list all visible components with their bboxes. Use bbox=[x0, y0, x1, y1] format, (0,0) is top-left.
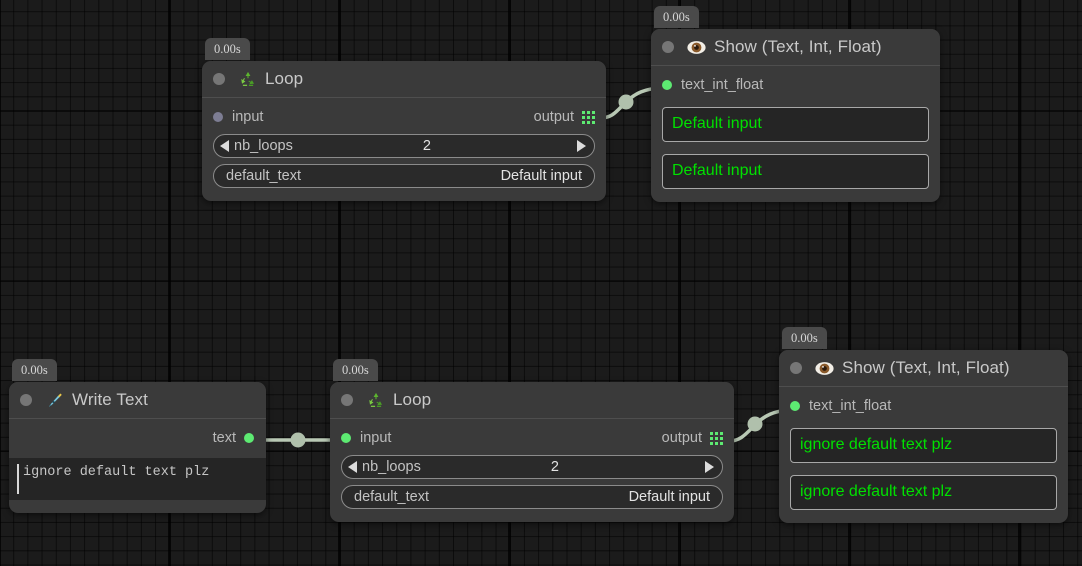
pen-nib-icon-svg bbox=[48, 393, 62, 407]
field-nb-loops[interactable]: nb_loops 2 bbox=[213, 134, 595, 158]
input-port-label: input bbox=[232, 109, 264, 125]
output-port[interactable]: output bbox=[662, 430, 723, 446]
text-input-area[interactable]: ignore default text plz bbox=[9, 458, 266, 500]
wire-writetext-loop2[interactable] bbox=[258, 432, 338, 448]
input-port-label: input bbox=[360, 430, 392, 446]
field-value[interactable]: Default input bbox=[628, 489, 710, 505]
node-header[interactable]: Loop bbox=[202, 61, 606, 98]
display-value-2: Default input bbox=[662, 154, 929, 189]
input-port-label: text_int_float bbox=[681, 77, 764, 93]
decrement-arrow[interactable] bbox=[220, 140, 229, 152]
recycle-icon bbox=[238, 70, 257, 89]
timer-badge: 0.00s bbox=[333, 359, 378, 381]
status-dot[interactable] bbox=[20, 394, 32, 406]
display-value-2: ignore default text plz bbox=[790, 475, 1057, 510]
status-dot[interactable] bbox=[662, 41, 674, 53]
node-loop-1[interactable]: 0.00s Loop input out bbox=[202, 38, 606, 201]
output-port[interactable]: text bbox=[213, 430, 254, 446]
input-port-dot[interactable] bbox=[662, 80, 672, 90]
timer-badge: 0.00s bbox=[205, 38, 250, 60]
node-body: input output nb_loops 2 default_text Def… bbox=[202, 98, 606, 201]
node-loop-2[interactable]: 0.00s Loop input out bbox=[330, 359, 734, 522]
node-header[interactable]: Show (Text, Int, Float) bbox=[779, 350, 1068, 387]
timer-badge: 0.00s bbox=[654, 6, 699, 28]
grid-icon[interactable] bbox=[710, 431, 723, 445]
text-caret bbox=[17, 464, 19, 494]
timer-badge: 0.00s bbox=[12, 359, 57, 381]
node-header[interactable]: Show (Text, Int, Float) bbox=[651, 29, 940, 66]
wire-handle bbox=[747, 416, 763, 432]
node-title: Loop bbox=[265, 69, 304, 88]
node-show-1[interactable]: 0.00s Show (Text, Int, Float) text_int_f… bbox=[651, 6, 940, 202]
eye-icon bbox=[815, 359, 834, 378]
input-port[interactable]: text_int_float bbox=[662, 77, 763, 93]
increment-arrow[interactable] bbox=[705, 461, 714, 473]
field-label: default_text bbox=[354, 489, 429, 505]
eye-icon-svg bbox=[687, 40, 706, 54]
node-write-text[interactable]: 0.00s Write Text text bbox=[9, 359, 266, 513]
field-value[interactable]: 2 bbox=[422, 138, 431, 154]
field-label: nb_loops bbox=[234, 138, 293, 154]
status-dot[interactable] bbox=[341, 394, 353, 406]
wire-handle bbox=[618, 94, 634, 110]
field-label: default_text bbox=[226, 168, 301, 184]
node-body: text ignore default text plz bbox=[9, 419, 266, 513]
decrement-arrow[interactable] bbox=[348, 461, 357, 473]
display-value-1: Default input bbox=[662, 107, 929, 142]
grid-icon[interactable] bbox=[582, 110, 595, 124]
output-port-label: output bbox=[661, 430, 702, 446]
node-show-2[interactable]: 0.00s Show (Text, Int, Float) text_int_f… bbox=[779, 327, 1068, 523]
port-row: text_int_float bbox=[662, 75, 929, 95]
output-port[interactable]: output bbox=[534, 109, 595, 125]
input-port[interactable]: text_int_float bbox=[790, 398, 891, 414]
output-port-label: output bbox=[533, 109, 574, 125]
field-value[interactable]: 2 bbox=[550, 459, 559, 475]
input-port-dot[interactable] bbox=[790, 401, 800, 411]
input-port[interactable]: input bbox=[341, 430, 391, 446]
input-port[interactable]: input bbox=[213, 109, 263, 125]
input-port-dot[interactable] bbox=[341, 433, 351, 443]
node-title: Write Text bbox=[72, 390, 148, 409]
status-dot[interactable] bbox=[213, 73, 225, 85]
recycle-icon-svg bbox=[240, 71, 254, 86]
field-label: nb_loops bbox=[362, 459, 421, 475]
node-body: text_int_float Default input Default inp… bbox=[651, 66, 940, 202]
field-value[interactable]: Default input bbox=[500, 168, 582, 184]
node-header[interactable]: Loop bbox=[330, 382, 734, 419]
text-input-value[interactable]: ignore default text plz bbox=[23, 465, 210, 480]
port-row: input output bbox=[213, 107, 595, 127]
eye-icon-svg bbox=[815, 361, 834, 375]
eye-icon bbox=[687, 38, 706, 57]
increment-arrow[interactable] bbox=[577, 140, 586, 152]
recycle-icon bbox=[366, 391, 385, 410]
node-title: Show (Text, Int, Float) bbox=[842, 358, 1010, 377]
field-default-text[interactable]: default_text Default input bbox=[213, 164, 595, 188]
display-value-1: ignore default text plz bbox=[790, 428, 1057, 463]
node-body: text_int_float ignore default text plz i… bbox=[779, 387, 1068, 523]
field-nb-loops[interactable]: nb_loops 2 bbox=[341, 455, 723, 479]
recycle-icon-svg bbox=[368, 392, 382, 407]
output-port-label: text bbox=[212, 430, 236, 446]
timer-badge: 0.00s bbox=[782, 327, 827, 349]
input-port-dot[interactable] bbox=[213, 112, 223, 122]
pen-nib-icon bbox=[45, 391, 64, 410]
port-row: input output bbox=[341, 428, 723, 448]
status-dot[interactable] bbox=[790, 362, 802, 374]
node-body: input output nb_loops 2 default_text Def… bbox=[330, 419, 734, 522]
field-default-text[interactable]: default_text Default input bbox=[341, 485, 723, 509]
wire-handle bbox=[290, 432, 306, 448]
input-port-label: text_int_float bbox=[809, 398, 892, 414]
node-title: Show (Text, Int, Float) bbox=[714, 37, 882, 56]
node-title: Loop bbox=[393, 390, 432, 409]
node-header[interactable]: Write Text bbox=[9, 382, 266, 419]
port-row: text bbox=[9, 428, 266, 448]
port-row: text_int_float bbox=[790, 396, 1057, 416]
output-port-dot[interactable] bbox=[244, 433, 254, 443]
